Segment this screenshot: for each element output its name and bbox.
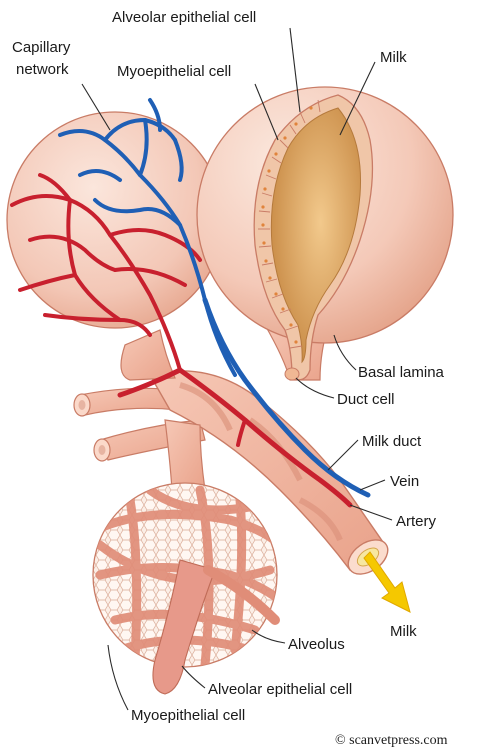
leader-duct-cell (296, 378, 334, 398)
credit-text: © scanvetpress.com (335, 733, 448, 748)
label-network: network (16, 61, 69, 78)
label-milk-duct: Milk duct (362, 433, 422, 450)
alveolus-cutaway (197, 87, 453, 380)
label-milk-bottom: Milk (390, 623, 417, 640)
label-basal-lamina: Basal lamina (358, 364, 445, 381)
label-alveolus: Alveolus (288, 636, 345, 653)
label-vein: Vein (390, 473, 419, 490)
leader-myoepithelial-bottom (108, 645, 128, 710)
label-artery: Artery (396, 513, 437, 530)
milk-flow-arrow (364, 552, 410, 612)
alveolus-bottom (93, 483, 280, 694)
label-alveolar-epithelial-cell-bottom: Alveolar epithelial cell (208, 681, 352, 698)
label-myoepithelial-cell-bottom: Myoepithelial cell (131, 707, 245, 724)
duct-stalk (165, 420, 205, 490)
leader-milk-duct (328, 440, 358, 470)
label-myoepithelial-cell-top: Myoepithelial cell (117, 63, 231, 80)
label-alveolar-epithelial-cell-top: Alveolar epithelial cell (112, 9, 256, 26)
milk-arrow (364, 552, 410, 612)
leader-alveolar-epithelial-bottom (182, 666, 205, 688)
duct-opening-lumen (79, 400, 86, 410)
label-duct-cell: Duct cell (337, 391, 395, 408)
label-capillary: Capillary (12, 39, 71, 56)
duct-opening-lumen-2 (99, 445, 106, 455)
alveolus-left (7, 112, 223, 328)
label-milk-top: Milk (380, 49, 407, 66)
leader-vein (360, 480, 385, 490)
